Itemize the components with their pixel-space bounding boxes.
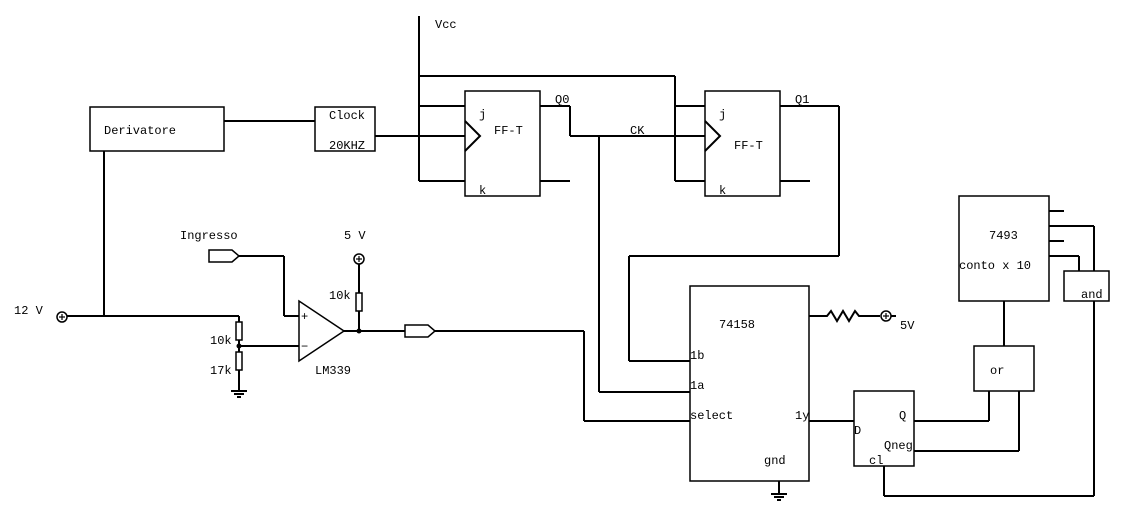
dff-cl-label: cl: [869, 454, 883, 468]
counter-7493: [958, 195, 1050, 302]
ground-icon: [771, 493, 787, 501]
mux-74158: [689, 285, 810, 482]
or-gate: [973, 345, 1035, 392]
dff-d-label: D: [854, 424, 861, 438]
plus-label: +: [301, 310, 308, 324]
dff-q-label: Q: [899, 409, 906, 423]
ff0-j-label: j: [479, 108, 486, 122]
counter-subtitle: conto x 10: [959, 259, 1031, 273]
ff1-title: FF-T: [734, 139, 763, 153]
clock-block: [314, 106, 376, 152]
clock-triangle-icon: [704, 120, 722, 152]
q0-label: Q0: [555, 93, 569, 107]
derivatore-block: [89, 106, 225, 152]
resistor-10k-divider: [235, 321, 243, 341]
minus-label: −: [301, 340, 308, 354]
ingresso-label: Ingresso: [180, 229, 238, 243]
ck-label: CK: [630, 124, 645, 138]
clock-triangle-icon: [464, 120, 482, 152]
resistor-17k: [235, 351, 243, 371]
counter-title: 7493: [989, 229, 1018, 243]
or-gate-label: or: [990, 364, 1004, 378]
vcc-rail: [418, 16, 705, 182]
q1-label: Q1: [795, 93, 809, 107]
mux-gnd-label: gnd: [764, 454, 786, 468]
resistor-zigzag-icon: [809, 309, 880, 323]
ff0-k-label: k: [479, 184, 486, 198]
flipflop-t-0: [464, 90, 541, 197]
input-port-icon: [208, 249, 241, 263]
derivatore-label: Derivatore: [104, 124, 176, 138]
clock-label: Clock: [329, 109, 365, 123]
mux-select-label: select: [690, 409, 733, 423]
five-v-top-label: 5 V: [344, 229, 366, 243]
vcc-label: Vcc: [435, 18, 457, 32]
clock-freq-label: 20KHZ: [329, 139, 365, 153]
comparator-lm339: [298, 299, 346, 363]
mux-1a-label: 1a: [690, 379, 704, 393]
ff1-j-label: j: [719, 108, 726, 122]
comparator-label: LM339: [315, 364, 351, 378]
r-pullup-label: 10k: [329, 289, 351, 303]
ff0-title: FF-T: [494, 124, 523, 138]
d-flipflop: [853, 390, 915, 467]
mux-1b-label: 1b: [690, 349, 704, 363]
output-port-icon: [404, 324, 437, 338]
mux-title: 74158: [719, 318, 755, 332]
and-gate: [1063, 270, 1110, 302]
ff1-k-label: k: [719, 184, 726, 198]
resistor-10k-pullup: [355, 292, 363, 312]
flipflop-t-1: [704, 90, 781, 197]
and-gate-label: and: [1081, 288, 1103, 302]
ground-icon: [231, 390, 247, 398]
r-div-bottom-label: 17k: [210, 364, 232, 378]
r-div-top-label: 10k: [210, 334, 232, 348]
mux-1y-label: 1y: [795, 409, 809, 423]
twelve-v-label: 12 V: [14, 304, 44, 318]
dff-qneg-label: Qneg: [884, 439, 913, 453]
five-v-right-label: 5V: [900, 319, 915, 333]
